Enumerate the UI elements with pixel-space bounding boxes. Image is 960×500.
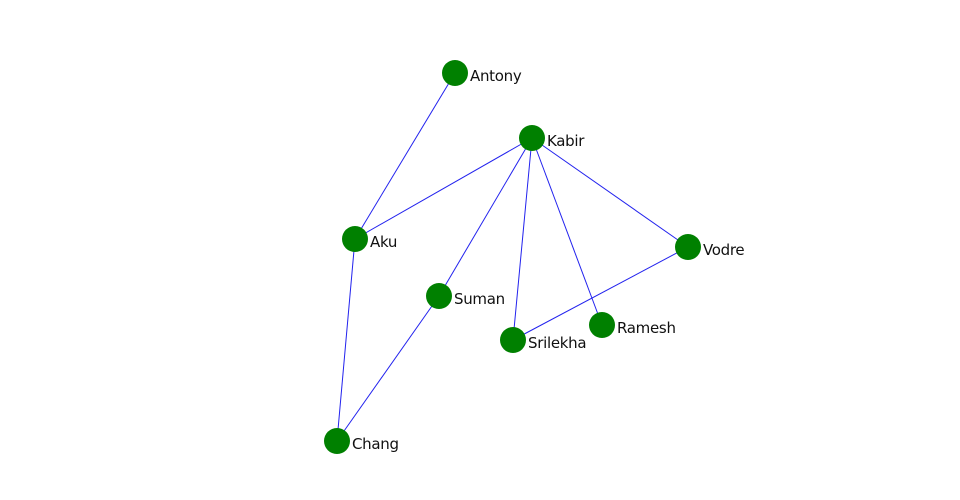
- edge-kabir-vodre: [531, 137, 689, 248]
- node-circle-chang[interactable]: [324, 428, 350, 454]
- node-label-antony: Antony: [470, 67, 522, 85]
- node-circle-kabir[interactable]: [519, 125, 545, 151]
- node-chang[interactable]: Chang: [324, 428, 399, 454]
- edge-kabir-ramesh: [531, 137, 603, 326]
- node-circle-antony[interactable]: [442, 60, 468, 86]
- edge-aku-chang: [336, 238, 356, 442]
- node-label-kabir: Kabir: [547, 132, 585, 150]
- node-vodre[interactable]: Vodre: [675, 234, 745, 260]
- edge-kabir-aku: [354, 137, 533, 240]
- node-label-ramesh: Ramesh: [617, 319, 676, 337]
- node-label-srilekha: Srilekha: [528, 334, 586, 352]
- node-antony[interactable]: Antony: [442, 60, 522, 86]
- edges-layer: [336, 72, 689, 442]
- node-kabir[interactable]: Kabir: [519, 125, 586, 151]
- node-label-vodre: Vodre: [703, 241, 744, 259]
- node-circle-ramesh[interactable]: [589, 312, 615, 338]
- node-aku[interactable]: Aku: [342, 226, 397, 252]
- node-ramesh[interactable]: Ramesh: [589, 312, 676, 338]
- node-circle-aku[interactable]: [342, 226, 368, 252]
- node-circle-vodre[interactable]: [675, 234, 701, 260]
- edge-vodre-srilekha: [512, 246, 689, 341]
- node-suman[interactable]: Suman: [426, 283, 505, 309]
- node-circle-suman[interactable]: [426, 283, 452, 309]
- edge-kabir-suman: [438, 137, 533, 297]
- node-label-suman: Suman: [454, 290, 505, 308]
- node-label-chang: Chang: [352, 435, 399, 453]
- edge-kabir-srilekha: [512, 137, 533, 341]
- node-srilekha[interactable]: Srilekha: [500, 327, 587, 353]
- edge-antony-aku: [354, 72, 456, 240]
- edge-suman-chang: [336, 295, 440, 442]
- node-label-aku: Aku: [370, 233, 397, 251]
- node-circle-srilekha[interactable]: [500, 327, 526, 353]
